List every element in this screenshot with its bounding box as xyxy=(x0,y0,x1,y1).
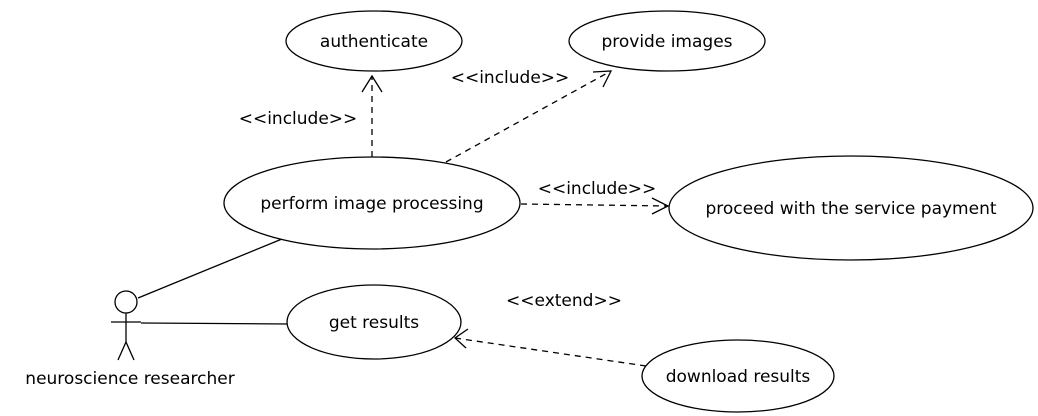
include-provide-images-arrowhead xyxy=(592,70,613,88)
use-case-provide-images[interactable]: provide images xyxy=(568,10,766,72)
include-authenticate-arrowhead xyxy=(361,74,383,93)
use-case-proceed-with-payment[interactable]: proceed with the service payment xyxy=(668,155,1034,261)
include-provide-images-line xyxy=(445,70,612,163)
actor-right-leg xyxy=(125,341,135,361)
use-case-authenticate-label: authenticate xyxy=(320,32,428,52)
include-label-payment: <<include>> xyxy=(538,179,657,199)
actor-label: neuroscience researcher xyxy=(25,369,234,389)
extend-download-arrowhead xyxy=(453,328,469,349)
use-case-perform-image-processing-label: perform image processing xyxy=(260,194,483,214)
use-case-authenticate[interactable]: authenticate xyxy=(285,10,463,72)
association-actor-get-results xyxy=(140,322,289,325)
use-case-get-results[interactable]: get results xyxy=(286,284,462,360)
use-case-get-results-label: get results xyxy=(329,313,419,333)
use-case-proceed-with-payment-label: proceed with the service payment xyxy=(705,199,996,219)
use-case-provide-images-label: provide images xyxy=(601,32,732,52)
include-payment-arrowhead xyxy=(651,197,670,215)
actor-figure[interactable] xyxy=(111,290,141,361)
actor-left-leg xyxy=(117,341,127,361)
extend-download-line xyxy=(454,337,647,367)
use-case-download-results[interactable]: download results xyxy=(641,339,835,413)
use-case-download-results-label: download results xyxy=(666,367,811,387)
extend-label-download: <<extend>> xyxy=(506,291,622,311)
include-payment-line xyxy=(520,203,669,207)
include-label-authenticate: <<include>> xyxy=(239,109,358,129)
use-case-perform-image-processing[interactable]: perform image processing xyxy=(223,156,521,250)
include-label-provide-images: <<include>> xyxy=(451,68,570,88)
association-actor-perform xyxy=(137,238,283,299)
actor-head xyxy=(114,290,138,314)
